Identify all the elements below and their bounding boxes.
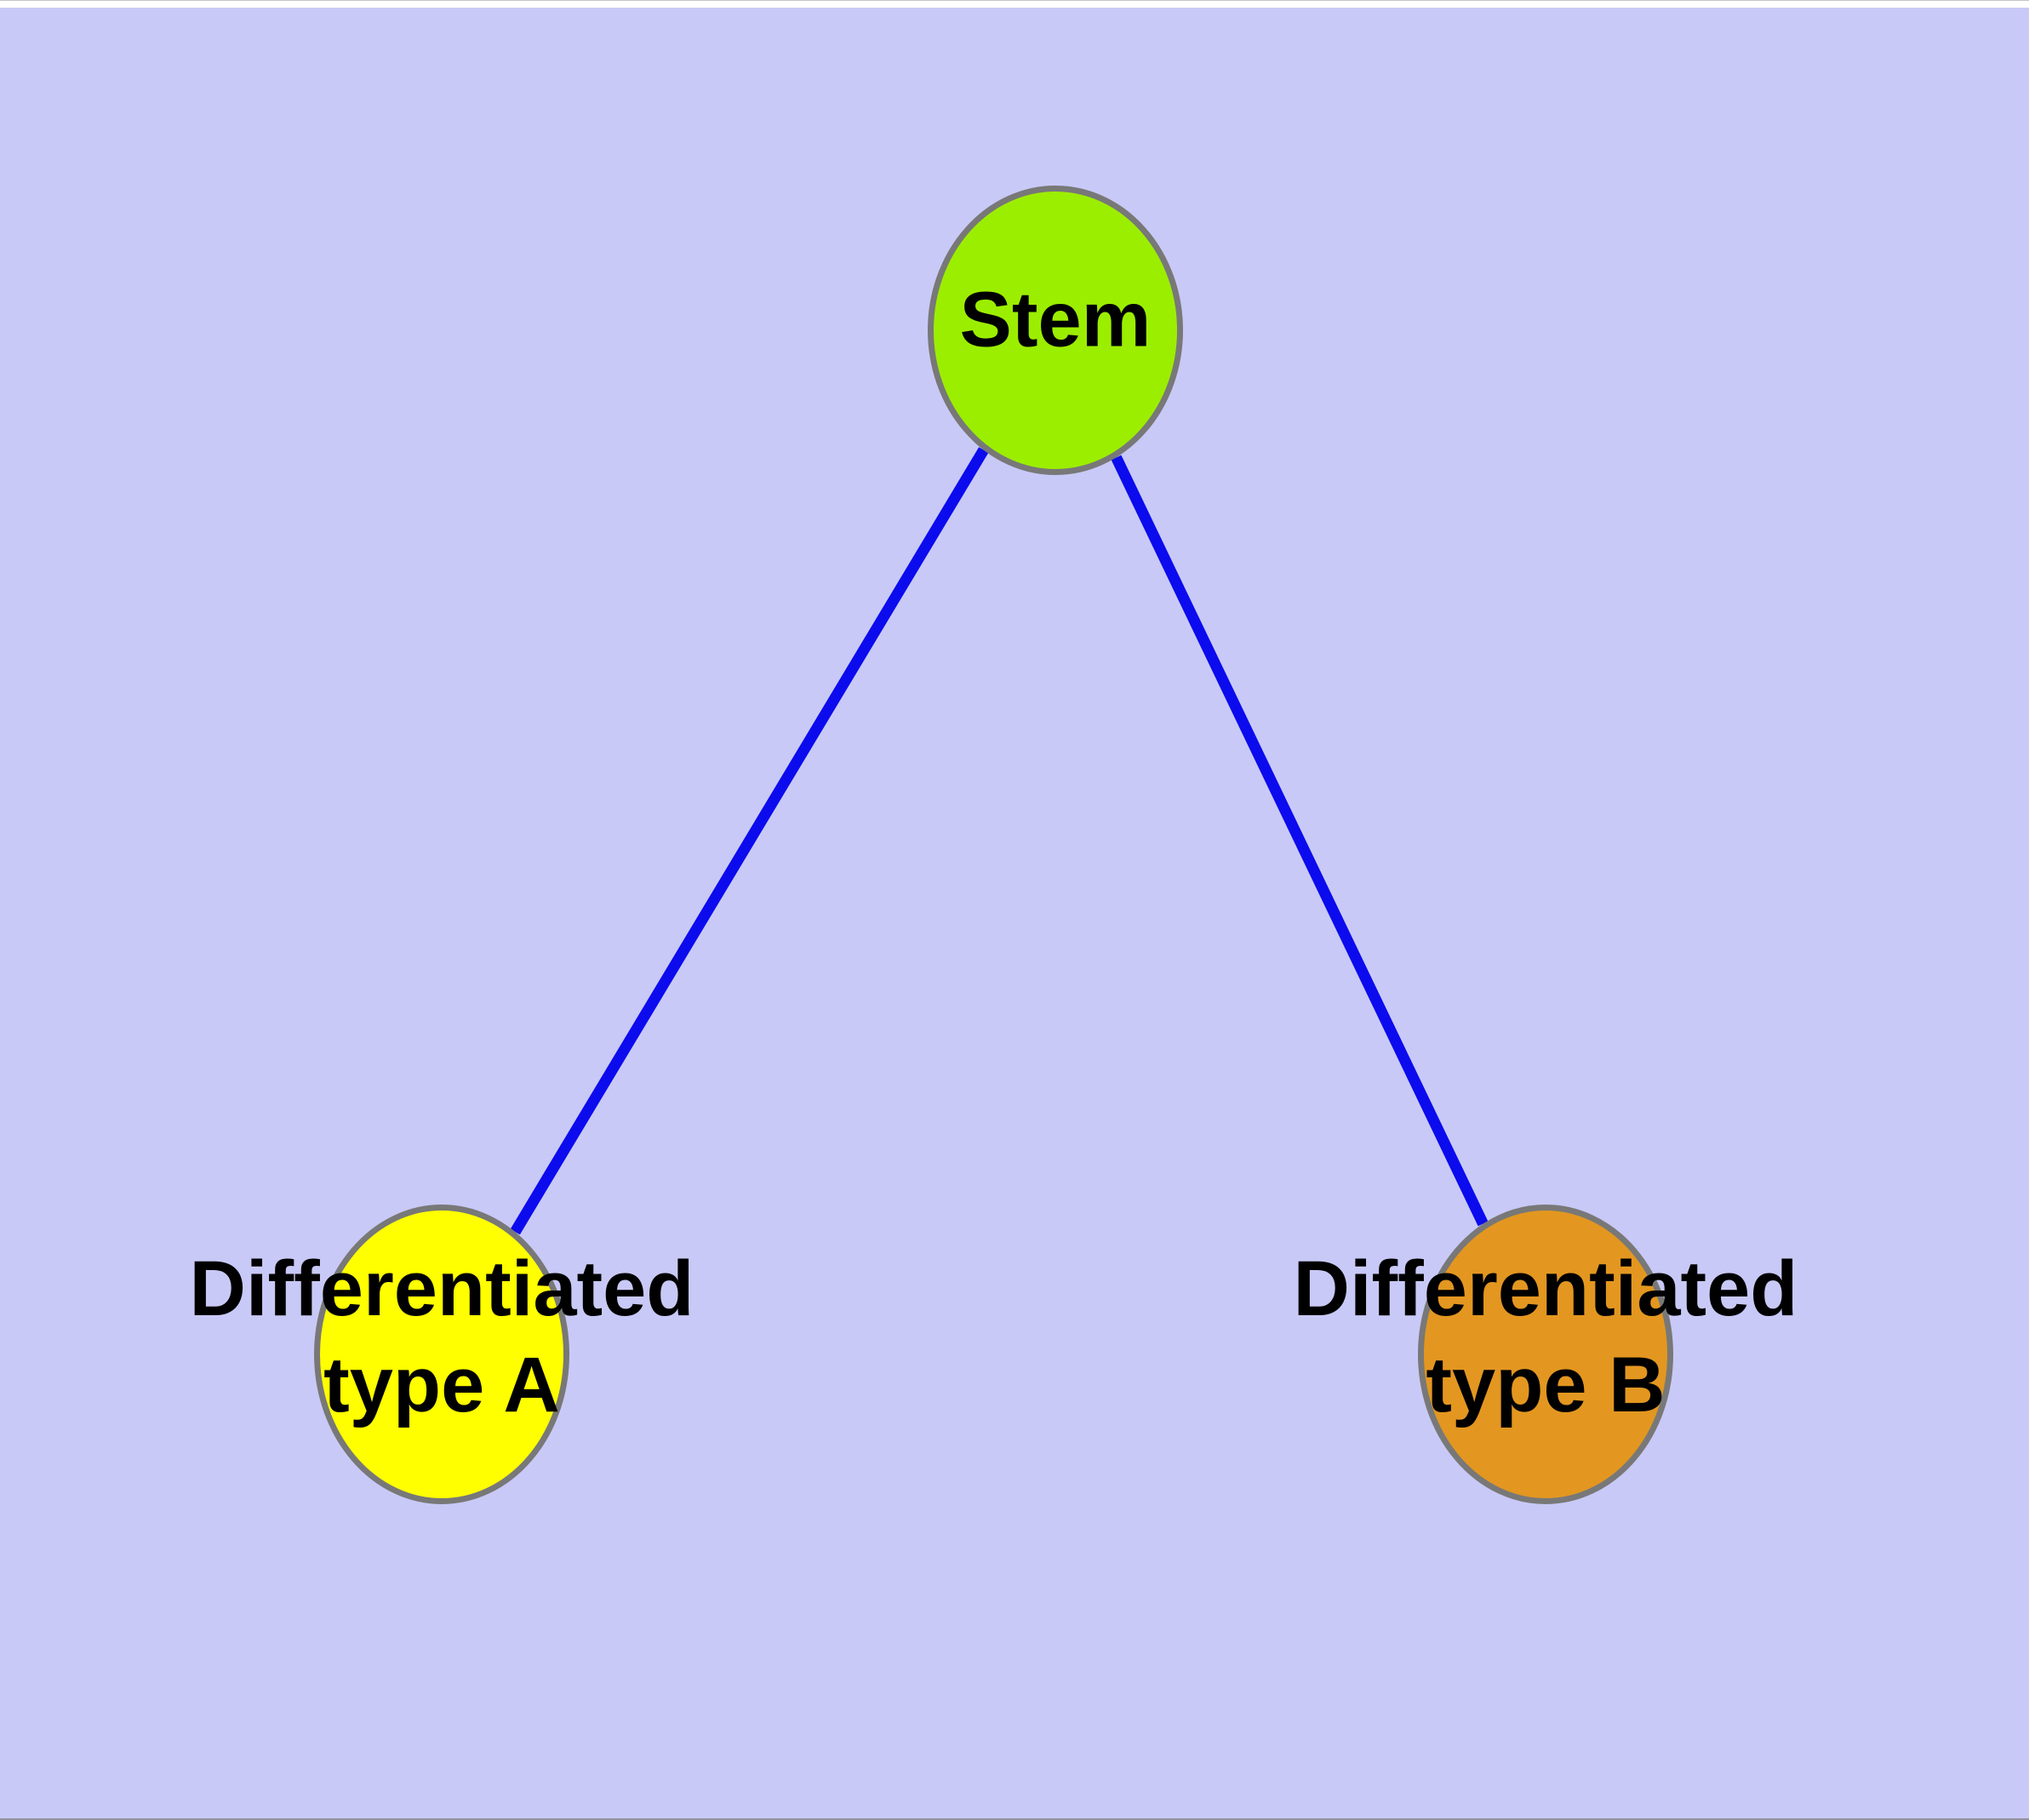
edge-stem-to-type-b[interactable] <box>1111 455 1489 1227</box>
node-differentiated-type-a[interactable] <box>314 1205 569 1504</box>
node-differentiated-type-b[interactable] <box>1418 1205 1673 1504</box>
node-stem[interactable] <box>928 186 1183 475</box>
edge-stem-to-type-a[interactable] <box>510 447 989 1235</box>
canvas-top-margin <box>0 0 2029 8</box>
canvas-bottom-edge <box>0 1818 2029 1820</box>
